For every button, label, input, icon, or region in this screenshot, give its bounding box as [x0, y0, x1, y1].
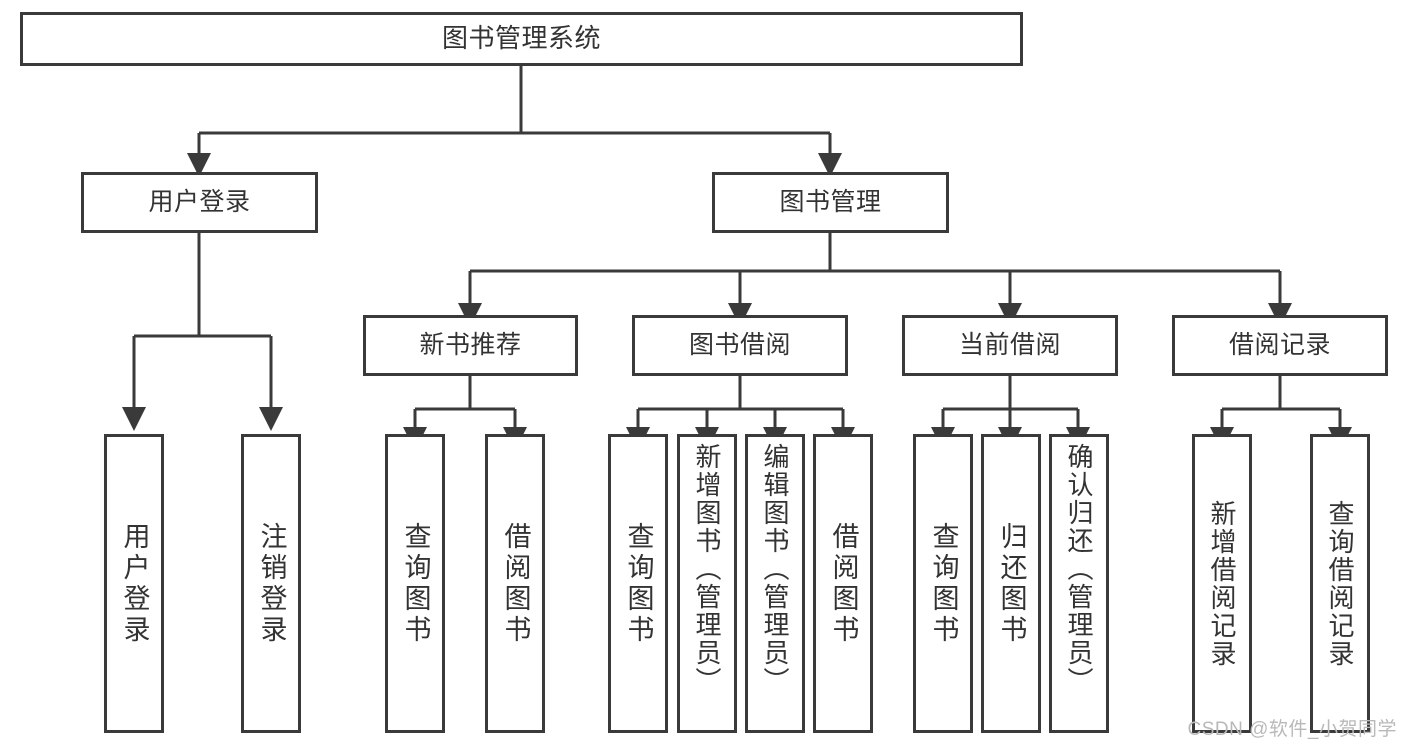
node-leaf-borrow-book-1-label: 借阅图书 — [500, 521, 531, 646]
node-book-borrow-label: 图书借阅 — [688, 331, 791, 360]
node-leaf-query-book-3-label: 查询图书 — [928, 521, 959, 646]
node-book-borrow[interactable]: 图书借阅 — [632, 315, 848, 376]
node-leaf-confirm-return-label: 确认归还（管理员） — [1064, 443, 1094, 695]
node-leaf-add-record-label: 新增借阅记录 — [1207, 499, 1237, 668]
node-root-label: 图书管理系统 — [441, 23, 601, 54]
node-leaf-edit-book-label: 编辑图书（管理员） — [760, 443, 790, 695]
watermark: CSDN @软件_小贺同学 — [1187, 719, 1397, 740]
node-leaf-return-book-label: 归还图书 — [996, 521, 1027, 646]
node-leaf-user-login-label: 用户登录 — [119, 521, 150, 646]
node-leaf-query-book-2[interactable]: 查询图书 — [608, 434, 668, 733]
node-leaf-logout-label: 注销登录 — [256, 521, 287, 646]
node-book-management[interactable]: 图书管理 — [712, 172, 949, 233]
node-user-login[interactable]: 用户登录 — [81, 172, 318, 233]
node-leaf-edit-book[interactable]: 编辑图书（管理员） — [745, 434, 805, 733]
node-book-management-label: 图书管理 — [779, 188, 882, 217]
node-new-book-recommend[interactable]: 新书推荐 — [363, 315, 578, 376]
node-leaf-add-book[interactable]: 新增图书（管理员） — [677, 434, 737, 733]
node-leaf-borrow-book-2[interactable]: 借阅图书 — [813, 434, 873, 733]
node-new-book-recommend-label: 新书推荐 — [419, 331, 522, 360]
node-borrow-record-label: 借阅记录 — [1228, 331, 1331, 360]
node-leaf-user-login[interactable]: 用户登录 — [104, 434, 164, 733]
node-leaf-borrow-book-2-label: 借阅图书 — [828, 521, 859, 646]
node-leaf-query-book-1-label: 查询图书 — [400, 521, 431, 646]
node-current-borrow[interactable]: 当前借阅 — [902, 315, 1118, 376]
node-leaf-add-book-label: 新增图书（管理员） — [692, 443, 722, 695]
node-root[interactable]: 图书管理系统 — [20, 12, 1023, 66]
node-leaf-query-book-2-label: 查询图书 — [623, 521, 654, 646]
node-user-login-label: 用户登录 — [148, 188, 251, 217]
node-leaf-return-book[interactable]: 归还图书 — [981, 434, 1041, 733]
node-leaf-query-book-3[interactable]: 查询图书 — [913, 434, 973, 733]
node-leaf-borrow-book-1[interactable]: 借阅图书 — [485, 434, 545, 733]
node-leaf-query-record-label: 查询借阅记录 — [1325, 499, 1355, 668]
node-leaf-add-record[interactable]: 新增借阅记录 — [1192, 434, 1252, 733]
node-leaf-logout[interactable]: 注销登录 — [241, 434, 301, 733]
node-current-borrow-label: 当前借阅 — [958, 331, 1061, 360]
node-leaf-query-record[interactable]: 查询借阅记录 — [1310, 434, 1370, 733]
node-leaf-confirm-return[interactable]: 确认归还（管理员） — [1049, 434, 1109, 733]
node-borrow-record[interactable]: 借阅记录 — [1172, 315, 1388, 376]
node-leaf-query-book-1[interactable]: 查询图书 — [385, 434, 445, 733]
